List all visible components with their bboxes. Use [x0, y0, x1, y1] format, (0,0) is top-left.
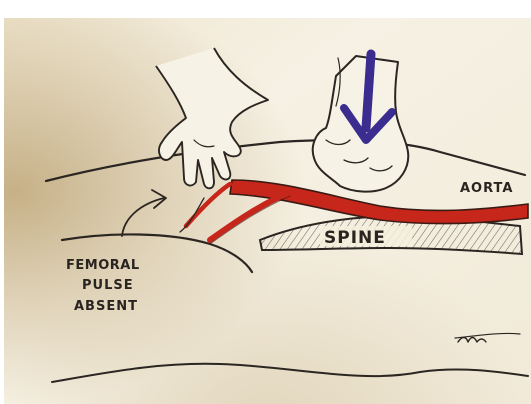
compression-arrow-shaft — [366, 54, 371, 128]
femoral-label-line2: PULSE — [82, 278, 134, 293]
aorta-label: AORTA — [460, 181, 513, 196]
femoral-label-line3: ABSENT — [74, 299, 138, 314]
femoral-label-line1: FEMORAL — [66, 258, 140, 273]
spine-label: SPINE — [324, 228, 386, 248]
